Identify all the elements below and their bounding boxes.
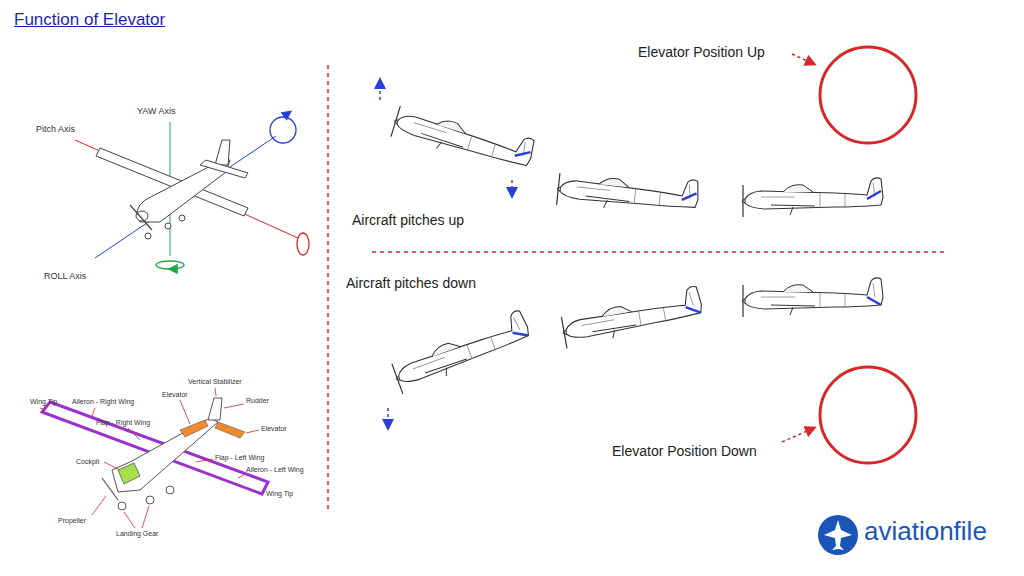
part-label: Landing Gear bbox=[116, 530, 158, 538]
row-label: Aircraft pitches up bbox=[352, 212, 464, 228]
axis-label: Pitch Axis bbox=[36, 124, 75, 134]
part-label: Rudder bbox=[246, 397, 269, 405]
part-label: Wing Tip bbox=[30, 398, 57, 406]
callout-label: Elevator Position Up bbox=[638, 44, 765, 60]
part-label: Flap - Left Wing bbox=[215, 454, 264, 462]
axis-label: ROLL Axis bbox=[44, 271, 86, 281]
row-label: Aircraft pitches down bbox=[346, 275, 476, 291]
logo-text: aviationfile bbox=[864, 517, 987, 547]
part-label: Elevator bbox=[261, 425, 287, 433]
part-label: Cockpit bbox=[76, 458, 99, 466]
part-label: Propeller bbox=[58, 517, 86, 525]
diagram-title: Function of Elevator bbox=[14, 10, 165, 30]
part-label: Elevator bbox=[162, 391, 188, 399]
part-label: Vertical Stabilizer bbox=[188, 378, 242, 386]
part-label: Aileron - Right Wing bbox=[72, 398, 134, 406]
axis-label: YAW Axis bbox=[137, 106, 176, 116]
part-label: Aileron - Left Wing bbox=[246, 466, 304, 474]
part-label: Flap - Right Wing bbox=[96, 419, 150, 427]
callout-label: Elevator Position Down bbox=[612, 443, 757, 459]
part-label: Wing Tip bbox=[266, 490, 293, 498]
